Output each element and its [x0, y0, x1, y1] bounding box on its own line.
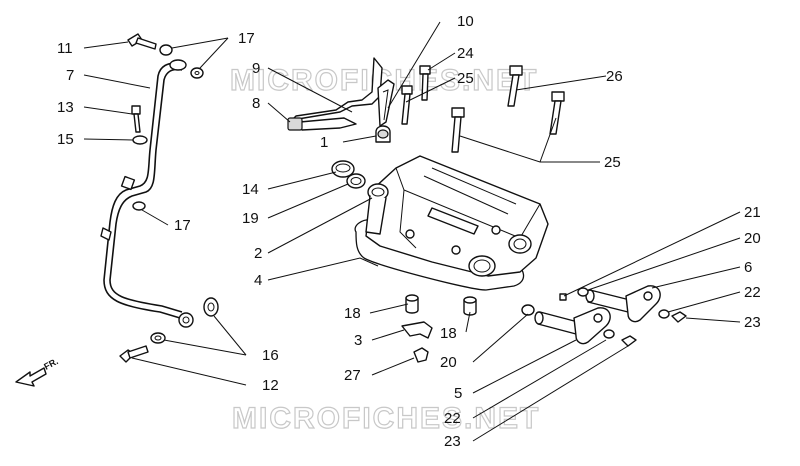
part-label-9: 9 [252, 60, 260, 77]
banjo-bolt-12-drawing [119, 345, 149, 363]
bolt-13-drawing [131, 105, 141, 133]
washer-17-lower-drawing [132, 201, 146, 211]
part-label-13: 13 [57, 99, 74, 116]
part-label-1: 1 [320, 134, 328, 151]
shaft-6-drawing [585, 285, 661, 323]
part-label-17-top: 17 [238, 30, 255, 47]
oil-pipe-drawing [100, 59, 194, 328]
part-label-20-lower: 20 [440, 354, 457, 371]
part-label-24: 24 [457, 45, 474, 62]
part-label-27: 27 [344, 367, 361, 384]
part-label-3: 3 [354, 332, 362, 349]
clamp-1-drawing [375, 125, 391, 143]
watermark-bottom: MICROFICHES.NET [232, 402, 540, 435]
part-label-22-lower: 22 [444, 410, 461, 427]
part-label-18-right: 18 [440, 325, 457, 342]
part-label-20-right: 20 [744, 230, 761, 247]
leader-lines [83, 21, 741, 442]
bolts-24-25-26-drawing [401, 65, 565, 153]
washer-16-drawing [150, 297, 219, 344]
fork-3-drawing [401, 321, 433, 363]
part-label-4: 4 [254, 272, 262, 289]
sleeves-18-drawing [405, 294, 477, 316]
part-label-5: 5 [454, 385, 462, 402]
part-labels: 1 2 3 4 5 6 7 8 9 10 11 12 13 14 15 16 1… [57, 13, 761, 450]
part-label-25-right: 25 [604, 154, 621, 171]
part-label-18-left: 18 [344, 305, 361, 322]
part-label-25-top: 25 [457, 70, 474, 87]
oring-20-drawing [521, 304, 535, 316]
part-label-23-right: 23 [744, 314, 761, 331]
part-label-16: 16 [262, 347, 279, 364]
part-label-21: 21 [744, 204, 761, 221]
part-label-7: 7 [66, 67, 74, 84]
shaft-5-drawing [534, 307, 611, 345]
direction-label: FR. [42, 356, 59, 372]
small-parts-right-drawing [559, 287, 687, 347]
front-direction-arrow-icon: FR. [15, 356, 60, 387]
part-label-22-right: 22 [744, 284, 761, 301]
part-label-8: 8 [252, 95, 260, 112]
part-label-23-lower: 23 [444, 433, 461, 450]
part-label-2: 2 [254, 245, 262, 262]
part-label-14: 14 [242, 181, 259, 198]
gasket-10-drawing [377, 79, 395, 127]
part-label-15: 15 [57, 131, 74, 148]
part-label-26: 26 [606, 68, 623, 85]
washer-17-top-drawing [159, 44, 204, 79]
part-label-17-lower: 17 [174, 217, 191, 234]
head-cover-2-drawing [354, 155, 549, 291]
part-label-10: 10 [457, 13, 474, 30]
bracket-9-drawing [287, 57, 383, 131]
washer-15-drawing [132, 135, 148, 145]
bolt-11-drawing [127, 33, 157, 50]
part-label-6: 6 [744, 259, 752, 276]
part-label-11: 11 [57, 40, 73, 57]
cap-14-oring-19-drawing [331, 160, 366, 189]
part-label-12: 12 [262, 377, 279, 394]
part-label-19: 19 [242, 210, 259, 227]
